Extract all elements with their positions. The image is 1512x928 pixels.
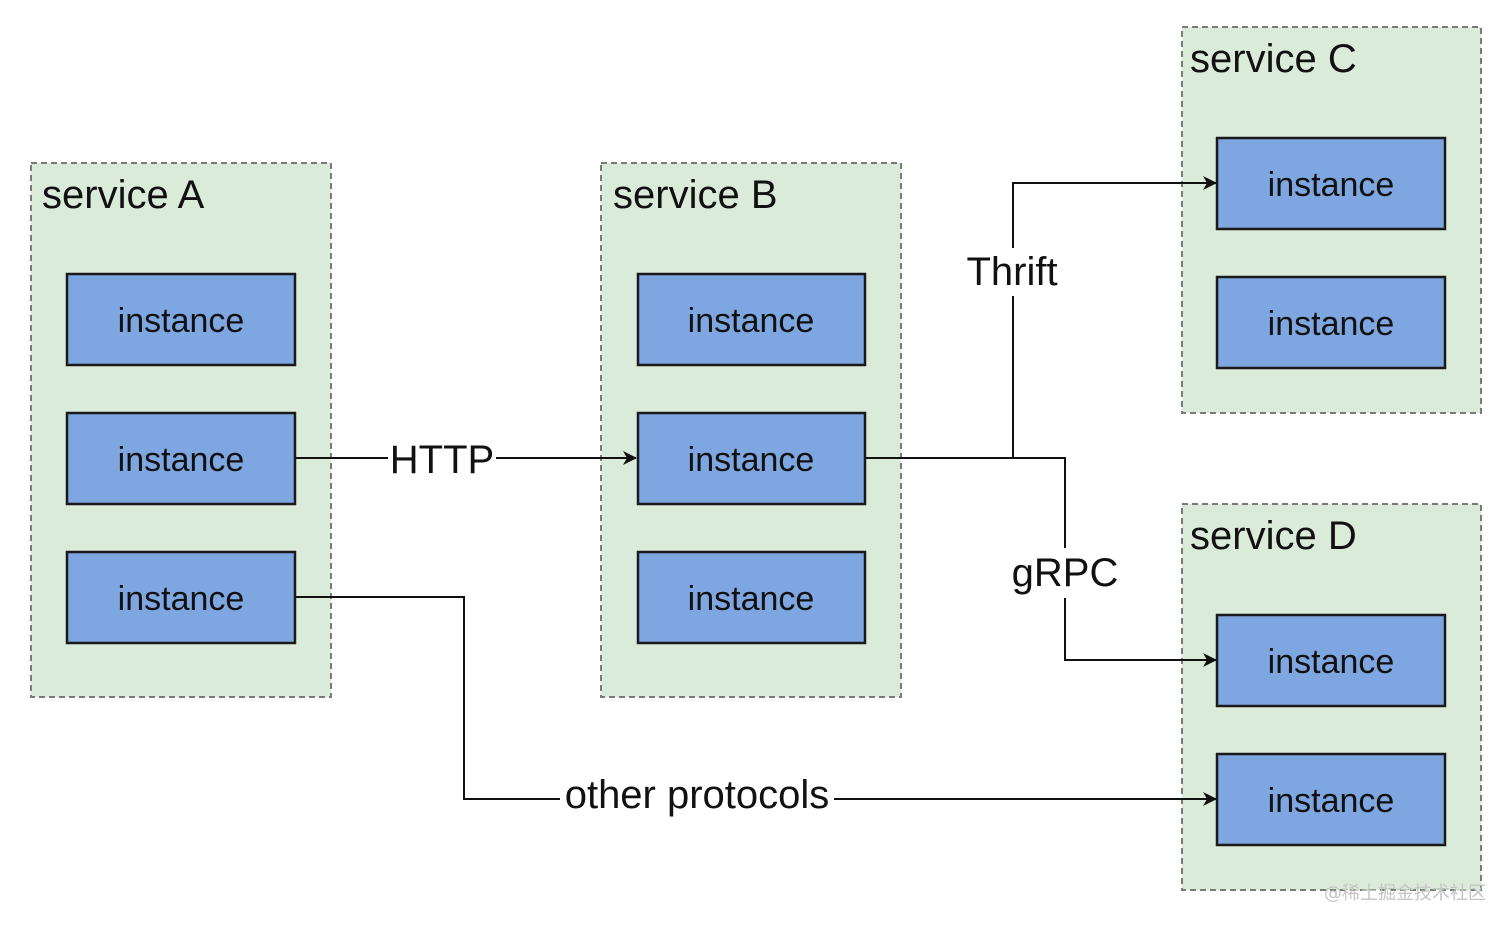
watermark-text: @稀土掘金技术社区 (1324, 883, 1486, 904)
instance-box[interactable] (65, 411, 297, 506)
instance-label: instance (1268, 166, 1395, 204)
service-d-instance-2[interactable]: instance (1215, 752, 1447, 847)
service-c-instance-2[interactable]: instance (1215, 275, 1447, 370)
instance-label: instance (1268, 782, 1395, 820)
thrift-label-background (962, 248, 1062, 296)
instance-box[interactable] (1215, 275, 1447, 370)
instance-box[interactable] (65, 550, 297, 645)
instance-box[interactable] (1215, 136, 1447, 231)
other-protocols-arrow[interactable] (295, 596, 1217, 806)
service-c-instance-1[interactable]: instance (1215, 136, 1447, 231)
other-protocols-label-background (560, 774, 834, 822)
http-label-background (388, 436, 496, 480)
service-group-a: service A instance instance instance (30, 162, 332, 698)
service-a-instance-2[interactable]: instance (65, 411, 297, 506)
instance-label: instance (688, 441, 815, 479)
instance-box[interactable] (1215, 752, 1447, 847)
service-b-instance-3[interactable]: instance (636, 550, 867, 645)
service-d-instance-1[interactable]: instance (1215, 613, 1447, 708)
edge-grpc[interactable]: gRPC (1006, 457, 1217, 667)
instance-label: instance (118, 580, 245, 618)
instance-box[interactable] (1215, 613, 1447, 708)
instance-label: instance (118, 302, 245, 340)
http-label: HTTP (390, 438, 494, 482)
service-group-d: service D instance instance (1181, 503, 1482, 891)
grpc-label: gRPC (1012, 551, 1119, 595)
service-b-instance-1[interactable]: instance (636, 272, 867, 367)
service-a-title: service A (42, 173, 205, 217)
service-b-instance-2[interactable]: instance (636, 411, 867, 506)
thrift-label: Thrift (966, 250, 1057, 294)
instance-box[interactable] (636, 550, 867, 645)
instance-label: instance (688, 580, 815, 618)
instance-label: instance (1268, 643, 1395, 681)
edge-other-protocols[interactable]: other protocols (295, 596, 1217, 822)
instance-box[interactable] (65, 272, 297, 367)
instance-label: instance (1268, 305, 1395, 343)
instance-box[interactable] (636, 272, 867, 367)
service-group-b: service B instance instance instance (600, 162, 902, 698)
instance-label: instance (118, 441, 245, 479)
service-d-title: service D (1190, 514, 1357, 558)
edge-thrift[interactable]: Thrift (865, 176, 1217, 459)
edge-http[interactable]: HTTP (295, 436, 637, 482)
instance-label: instance (688, 302, 815, 340)
grpc-label-background (1006, 548, 1124, 598)
thrift-arrow[interactable] (865, 176, 1217, 459)
service-c-title: service C (1190, 37, 1357, 81)
other-protocols-label: other protocols (565, 773, 830, 817)
service-a-instance-3[interactable]: instance (65, 550, 297, 645)
service-group-c: service C instance instance (1181, 26, 1482, 414)
service-b-title: service B (613, 173, 778, 217)
service-a-instance-1[interactable]: instance (65, 272, 297, 367)
